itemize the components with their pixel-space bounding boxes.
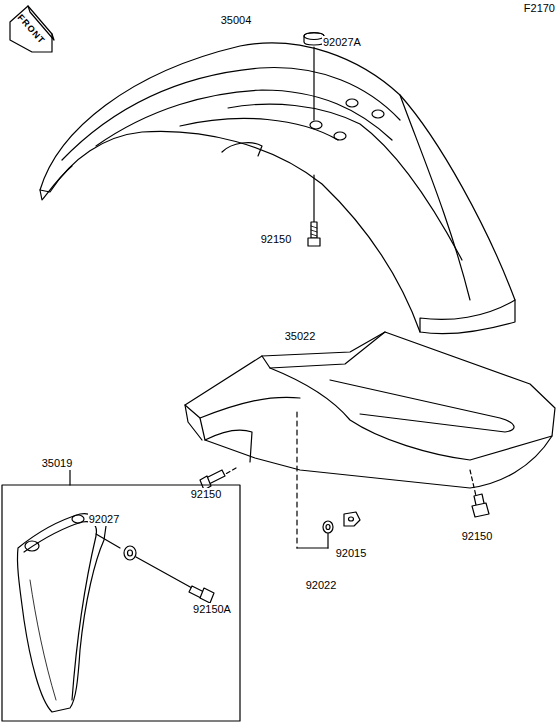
sub-assembly-frame <box>2 485 240 721</box>
front-fender <box>40 43 515 334</box>
callout-number: 92027 <box>88 513 121 526</box>
callout-number: 35019 <box>41 457 74 470</box>
radiator-guard <box>17 514 214 712</box>
callout-number: 35022 <box>284 330 317 343</box>
callout-number: 35004 <box>220 14 253 27</box>
rear-fasteners <box>200 470 489 533</box>
callout-number: 92022 <box>305 579 338 592</box>
callout-number: 92150 <box>461 530 494 543</box>
callout-number: 92027A <box>322 36 362 49</box>
callout-number: 92150A <box>192 603 232 616</box>
callout-number: 92150 <box>190 488 223 501</box>
front-tag <box>10 6 54 52</box>
callout-number: 92150 <box>260 233 293 246</box>
callout-number: 92015 <box>335 547 368 560</box>
figure-code: F2170 <box>523 2 556 15</box>
front-fasteners <box>304 33 324 247</box>
